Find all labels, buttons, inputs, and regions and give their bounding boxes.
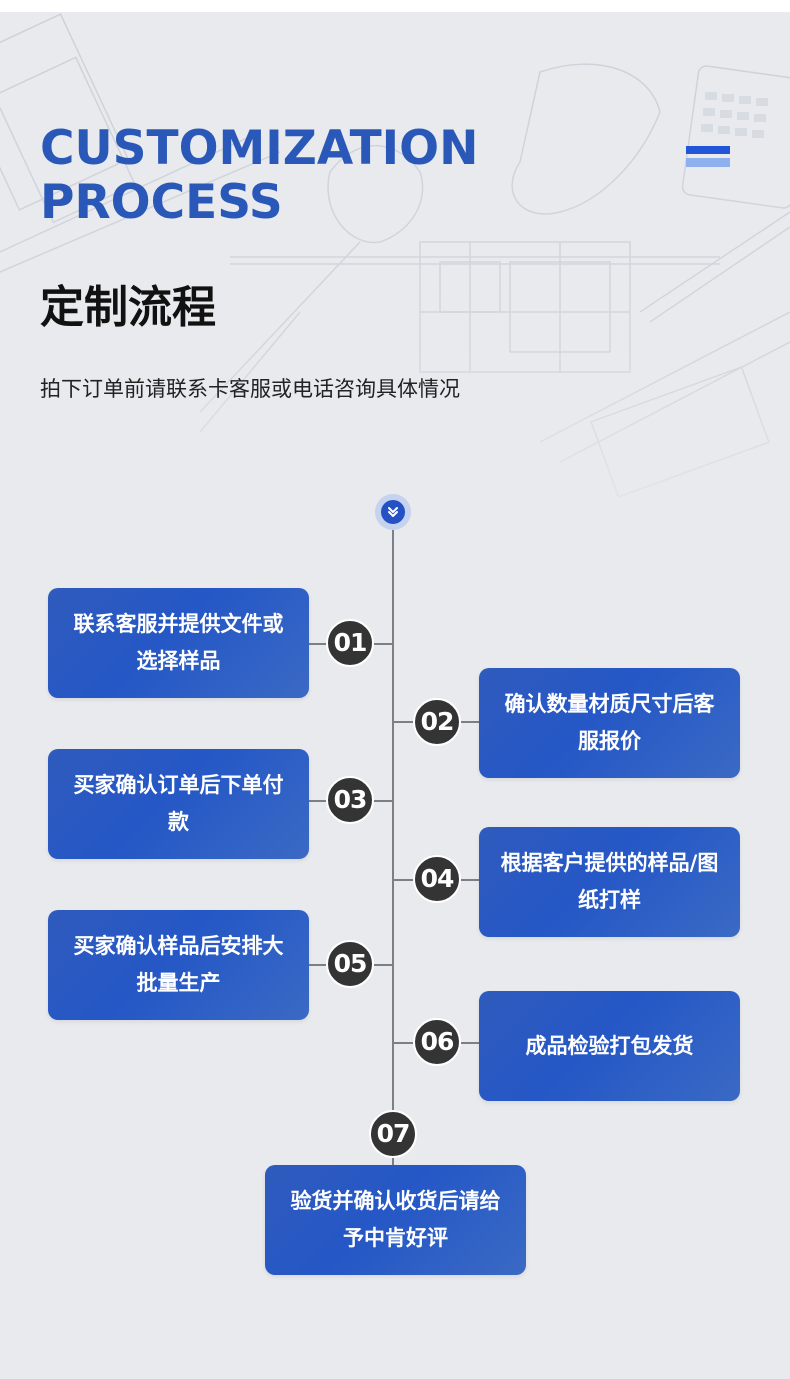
step-box-01: 联系客服并提供文件或选择样品 bbox=[48, 588, 309, 698]
page-title-chinese: 定制流程 bbox=[40, 282, 216, 333]
step-box-06: 成品检验打包发货 bbox=[479, 991, 740, 1101]
page-title-english: CUSTOMIZATION PROCESS bbox=[40, 121, 479, 230]
decorative-bar-light bbox=[686, 158, 730, 167]
step-text-02: 确认数量材质尺寸后客服报价 bbox=[504, 692, 715, 753]
step-text-04: 根据客户提供的样品/图纸打样 bbox=[500, 851, 719, 912]
double-chevron-down-icon bbox=[381, 500, 405, 524]
step-box-07: 验货并确认收货后请给予中肯好评 bbox=[265, 1165, 526, 1275]
step-text-03: 买家确认订单后下单付款 bbox=[73, 773, 284, 834]
step-text-01: 联系客服并提供文件或选择样品 bbox=[73, 612, 284, 673]
timeline-line bbox=[392, 526, 394, 1166]
timeline-start-node bbox=[375, 494, 411, 530]
step-number-05: 05 bbox=[326, 940, 374, 988]
step-text-05: 买家确认样品后安排大批量生产 bbox=[73, 934, 284, 995]
step-box-05: 买家确认样品后安排大批量生产 bbox=[48, 910, 309, 1020]
step-number-07: 07 bbox=[369, 1110, 417, 1158]
step-text-06: 成品检验打包发货 bbox=[525, 1033, 694, 1058]
step-number-03: 03 bbox=[326, 776, 374, 824]
step-box-02: 确认数量材质尺寸后客服报价 bbox=[479, 668, 740, 778]
step-number-04: 04 bbox=[413, 855, 461, 903]
top-strip bbox=[0, 0, 790, 12]
background-fade bbox=[0, 12, 790, 572]
step-number-01: 01 bbox=[326, 619, 374, 667]
step-text-07: 验货并确认收货后请给予中肯好评 bbox=[290, 1189, 501, 1250]
step-box-03: 买家确认订单后下单付款 bbox=[48, 749, 309, 859]
step-number-02: 02 bbox=[413, 698, 461, 746]
step-box-04: 根据客户提供的样品/图纸打样 bbox=[479, 827, 740, 937]
step-number-06: 06 bbox=[413, 1018, 461, 1066]
decorative-bar-dark bbox=[686, 146, 730, 154]
page-subtitle: 拍下订单前请联系卡客服或电话咨询具体情况 bbox=[40, 377, 460, 401]
decorative-bars bbox=[686, 146, 730, 168]
